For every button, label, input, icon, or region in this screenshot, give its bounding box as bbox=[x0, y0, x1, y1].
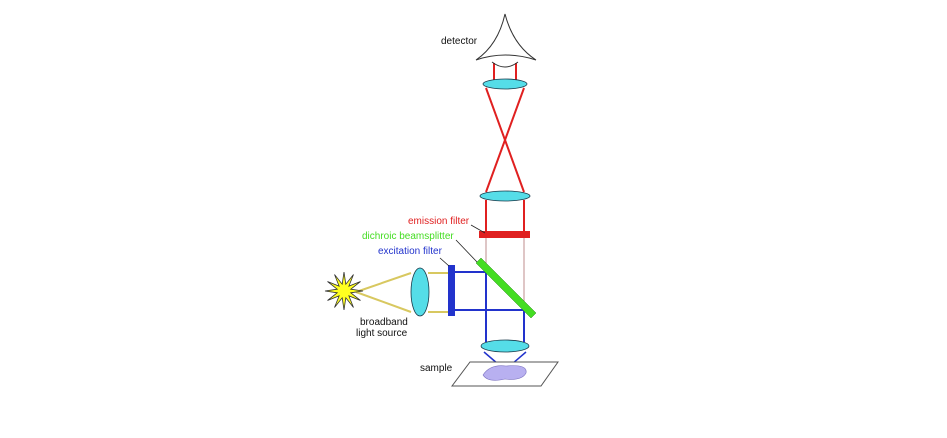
detector bbox=[475, 13, 537, 68]
excitation-filter bbox=[448, 265, 455, 316]
excitation-light-path bbox=[455, 271, 527, 371]
emission-light-path bbox=[485, 63, 525, 232]
objective-lens bbox=[480, 339, 530, 353]
broadband-light-path bbox=[355, 272, 449, 313]
light-source-label-line1: broadband bbox=[360, 317, 408, 328]
sample-stage bbox=[451, 361, 559, 387]
sample-specimen bbox=[482, 365, 527, 381]
detector-lens bbox=[482, 78, 528, 90]
collector-lens bbox=[410, 267, 430, 317]
leader-lines bbox=[439, 224, 486, 267]
light-source-label-line2: light source bbox=[356, 328, 408, 339]
dichroic-beamsplitter-label: dichroic beamsplitter bbox=[362, 231, 454, 242]
emission-filter bbox=[479, 231, 530, 238]
emission-filter-label: emission filter bbox=[408, 216, 470, 227]
excitation-filter-label: excitation filter bbox=[378, 246, 443, 257]
tube-lens bbox=[479, 190, 531, 202]
light-source-icon bbox=[324, 271, 364, 311]
detector-label: detector bbox=[441, 36, 478, 47]
dichroic-beamsplitter bbox=[475, 257, 537, 319]
sample-label: sample bbox=[420, 363, 453, 374]
